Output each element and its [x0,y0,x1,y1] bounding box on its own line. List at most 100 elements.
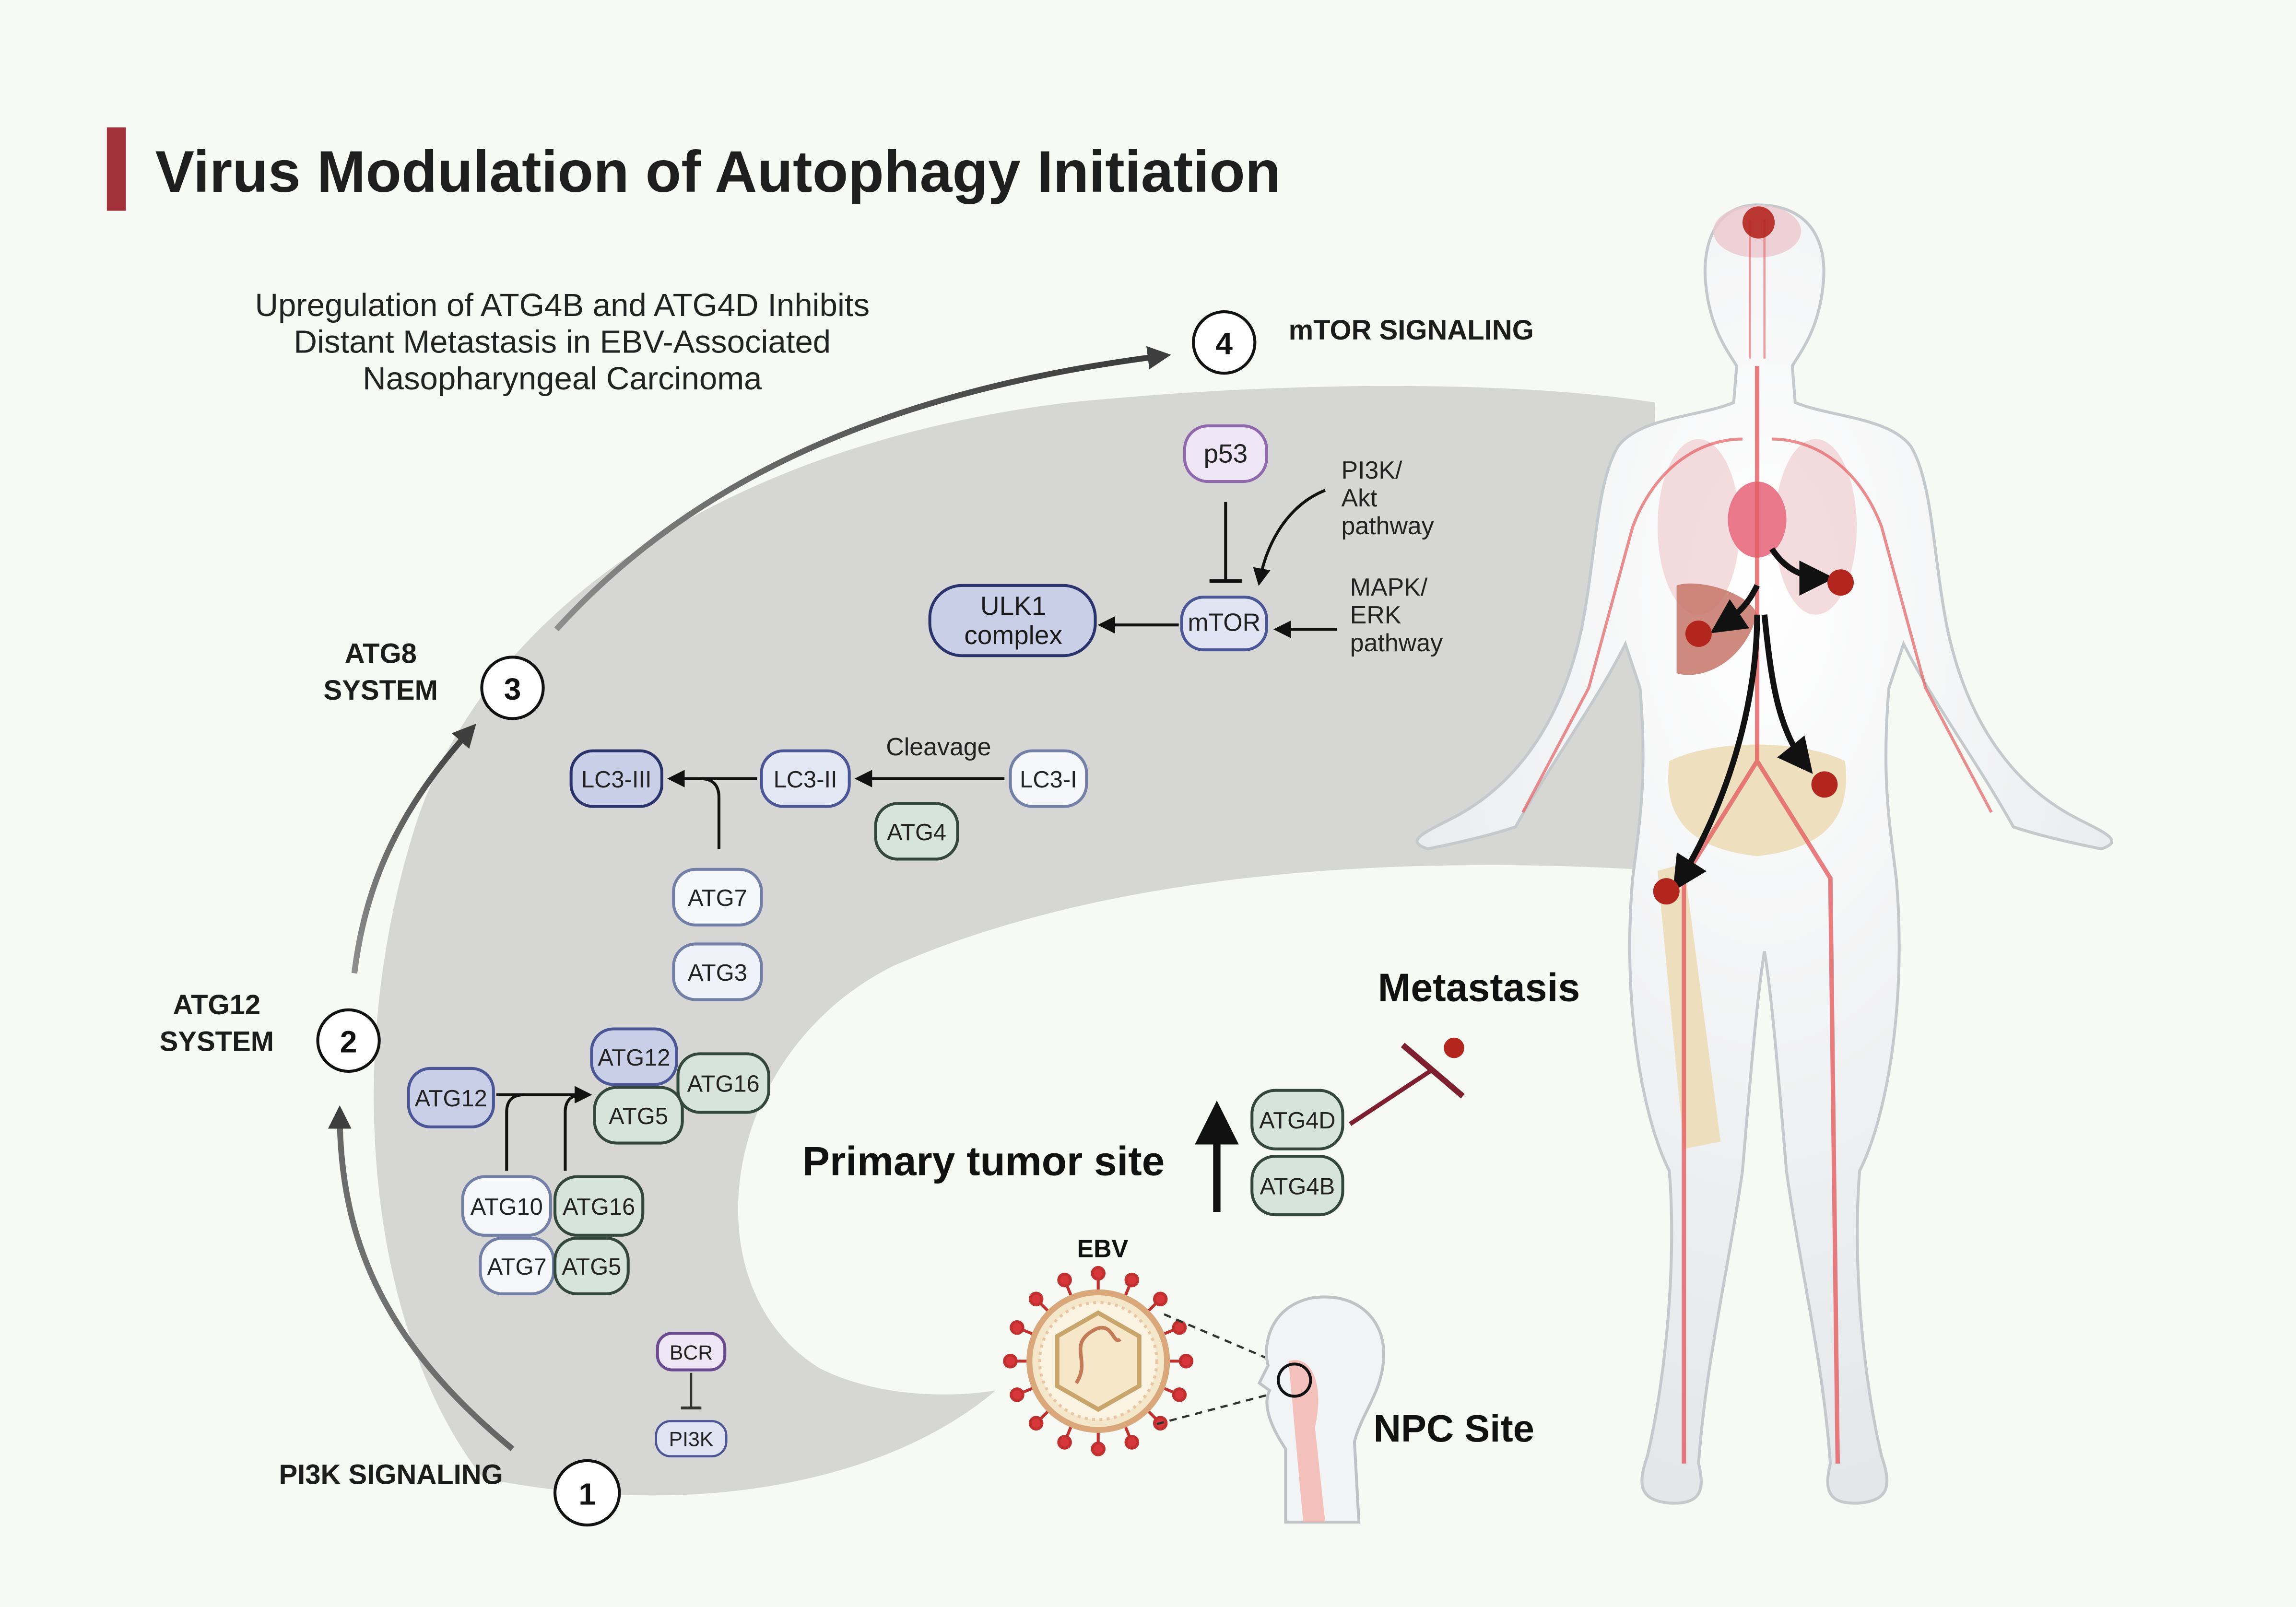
metastasis-label: Metastasis [1378,966,1580,1010]
npc-site-label: NPC Site [1374,1407,1534,1450]
svg-text:ATG5: ATG5 [562,1254,621,1280]
virus-spike-head [1172,1387,1187,1402]
svg-text:complex: complex [964,620,1062,650]
svg-text:mTOR: mTOR [1188,608,1260,636]
atg7-feed-line [700,777,721,849]
step-3: 3 [480,656,545,720]
step-4-label: mTOR SIGNALING [1289,315,1534,346]
svg-text:ATG12: ATG12 [415,1086,487,1112]
virus-spike-head [1178,1354,1194,1369]
p53-node: p53 [1183,424,1268,483]
title-bar [106,127,126,211]
atg3-node: ATG3 [672,942,763,1001]
virus-spike-head [1028,1291,1044,1307]
svg-text:ATG4D: ATG4D [1259,1108,1335,1134]
zoom-line-bottom [1156,1392,1274,1425]
svg-text:ATG7: ATG7 [688,885,747,911]
mapk-erk-line-2: ERK [1350,601,1401,629]
metastasis-inhibit-line [1349,1068,1434,1126]
background-band [374,386,1662,1496]
metastasis-tumor-icon [1444,1037,1464,1058]
subtitle-line-3: Nasopharyngeal Carcinoma [363,361,762,397]
ulk1-complex-node: ULK1 complex [928,584,1097,657]
step-3-label-line-2: SYSTEM [324,675,438,706]
step-4: 4 [1192,310,1257,375]
step-2-label-line-1: ATG12 [173,990,261,1021]
virus-spike-head [1057,1272,1072,1288]
atg7-node-atg12: ATG7 [479,1236,555,1295]
atg4b-node: ATG4B [1250,1154,1344,1217]
svg-text:LC3-II: LC3-II [774,767,837,793]
step-3-label-line-1: ATG8 [345,639,417,669]
step-2: 2 [316,1008,381,1073]
virus-spike-head [1010,1387,1024,1402]
virus-spike-head [1172,1320,1187,1335]
atg12-complex-node: ATG12 [590,1027,678,1086]
atg10-feed-line [505,1093,525,1171]
arrow-2-to-3 [351,723,476,974]
lc3-ii-node: LC3-II [760,749,851,808]
svg-text:ATG4B: ATG4B [1260,1173,1335,1199]
virus-spike-head [1153,1291,1168,1307]
virus-spike-head [1057,1435,1072,1450]
svg-text:ATG12: ATG12 [598,1045,670,1071]
pi3k-akt-arrow [1253,489,1326,586]
page-title: Virus Modulation of Autophagy Initiation [155,139,1281,204]
bcr-node: BCR [656,1332,727,1372]
mapk-erk-line-3: pathway [1350,629,1443,657]
svg-text:ATG16: ATG16 [563,1194,635,1220]
svg-text:PI3K: PI3K [669,1428,714,1451]
atg10-node: ATG10 [461,1175,552,1237]
atg5-node: ATG5 [553,1236,630,1295]
pi3k-node: PI3K [655,1420,728,1457]
svg-text:ATG3: ATG3 [688,960,747,986]
atg16-feed-line [564,1093,583,1171]
head-profile-icon [1257,1295,1386,1524]
ebv-label: EBV [1077,1235,1129,1263]
virus-spike-head [1003,1354,1018,1369]
virus-spike-head [1124,1272,1140,1288]
step-1: 1 [553,1459,621,1527]
mapk-erk-line-1: MAPK/ [1350,573,1428,601]
step-1-label: PI3K SIGNALING [279,1460,503,1490]
svg-text:ATG7: ATG7 [487,1254,547,1280]
svg-text:ATG16: ATG16 [687,1071,760,1097]
lc3-i-node: LC3-I [1009,749,1088,808]
virus-spike-head [1028,1416,1044,1431]
ebv-virus-icon [1003,1266,1194,1456]
cleavage-label: Cleavage [886,733,991,761]
virus-spike-head [1091,1266,1106,1281]
atg12-left-node: ATG12 [407,1067,495,1129]
virus-spike-head [1010,1320,1024,1335]
svg-text:BCR: BCR [670,1341,713,1364]
metastasis-inhibit-bar [1401,1043,1465,1099]
atg16-complex-node: ATG16 [676,1052,770,1114]
atg5-complex-node: ATG5 [593,1086,684,1145]
virus-spike-head [1124,1435,1140,1450]
step-4-number: 4 [1215,327,1233,361]
step-2-number: 2 [340,1024,357,1059]
svg-text:LC3-III: LC3-III [581,767,652,793]
pi3k-akt-line-1: PI3K/ [1341,456,1402,484]
human-body-illustration [1415,203,2113,1505]
step-1-number: 1 [578,1477,596,1511]
virus-spike-head [1091,1442,1106,1456]
mtor-node: mTOR [1180,596,1268,652]
lc3-iii-node: LC3-III [569,749,663,808]
svg-text:ULK1: ULK1 [980,591,1046,621]
atg16-node: ATG16 [553,1175,645,1237]
subtitle-line-1: Upregulation of ATG4B and ATG4D Inhibits [255,287,870,323]
arrow-3-to-4 [554,346,1171,632]
subtitle-line-2: Distant Metastasis in EBV-Associated [294,324,831,360]
atg7-node-atg8: ATG7 [672,868,763,927]
pi3k-akt-line-2: Akt [1341,484,1378,512]
svg-text:ATG4: ATG4 [887,820,946,845]
zoom-line-top [1164,1313,1274,1362]
pi3k-akt-line-3: pathway [1341,512,1434,540]
arrow-1-to-2 [328,1105,515,1452]
svg-text:p53: p53 [1203,438,1248,468]
step-2-label-line-2: SYSTEM [160,1026,274,1057]
svg-text:ATG5: ATG5 [609,1103,668,1129]
step-3-number: 3 [504,672,521,706]
